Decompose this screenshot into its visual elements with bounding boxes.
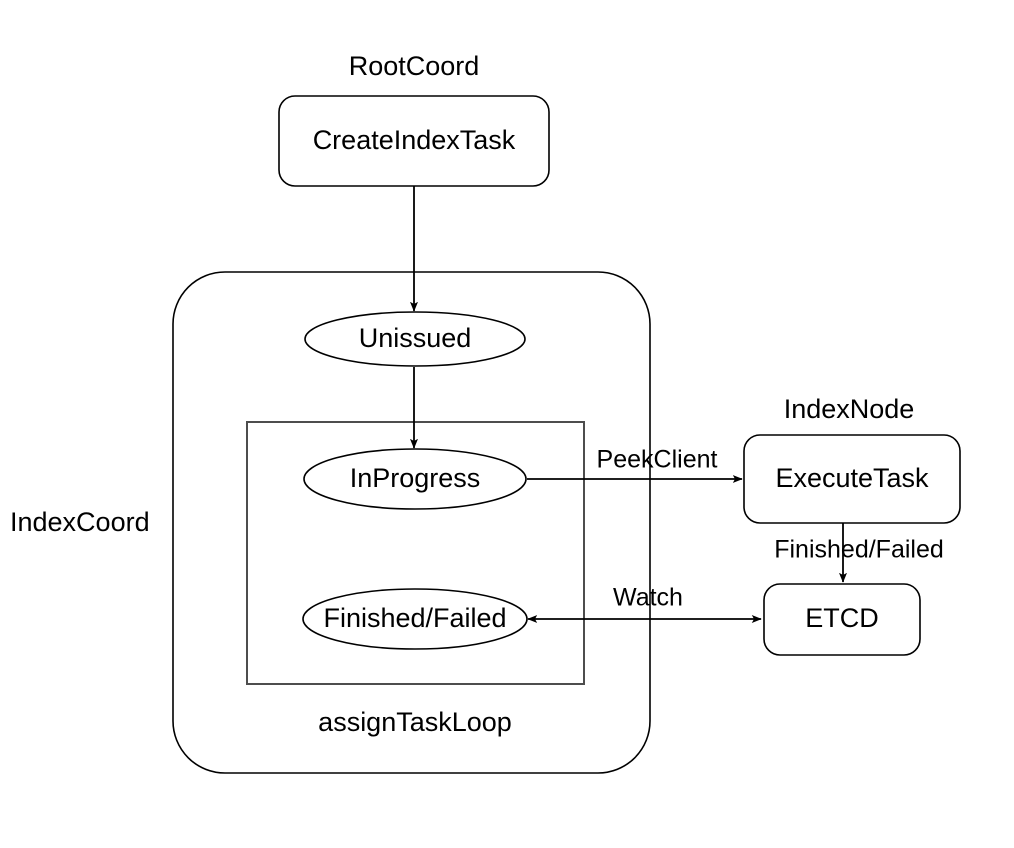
group-title-rootcoord: RootCoord [349,51,480,81]
node-executetask-label: ExecuteTask [775,463,929,493]
node-inprogress-label: InProgress [350,463,481,493]
node-etcd-label: ETCD [805,603,879,633]
group-label-indexcoord: IndexCoord [10,507,150,537]
group-title-indexnode: IndexNode [784,394,915,424]
node-executetask[interactable] [743,434,961,524]
node-etcd[interactable] [763,583,921,656]
node-finishedfailed-label: Finished/Failed [323,603,506,633]
edge-label-peekclient: PeekClient [597,446,718,474]
group-indexcoord-border [172,271,651,774]
node-unissued-label: Unissued [359,323,472,353]
edge-label-finished-failed: Finished/Failed [774,536,944,564]
group-label-assigntaskloop: assignTaskLoop [318,707,512,737]
edge-label-watch: Watch [613,584,683,612]
node-finishedfailed[interactable] [302,588,528,650]
node-createindextask-label: CreateIndexTask [313,125,516,155]
node-unissued[interactable] [304,311,526,367]
node-inprogress[interactable] [303,448,527,510]
group-assigntaskloop-border [246,421,585,685]
node-createindextask[interactable] [278,95,550,187]
